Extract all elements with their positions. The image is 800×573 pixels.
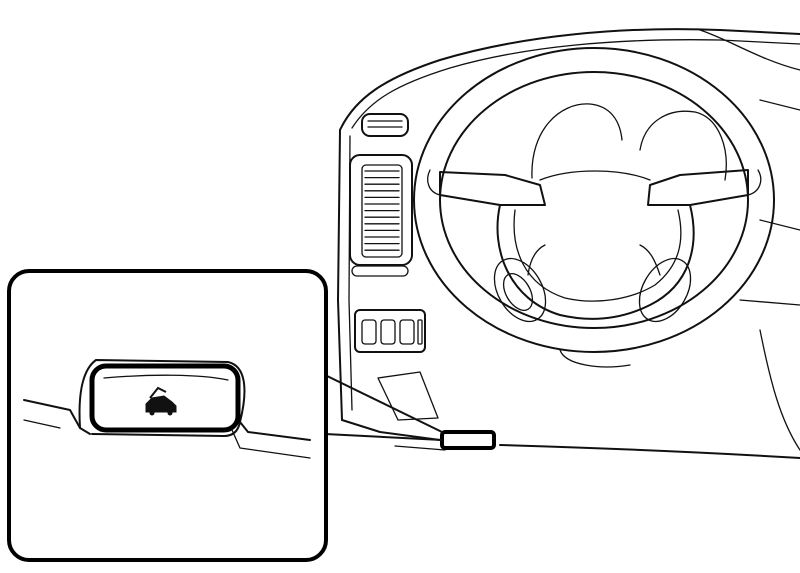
- steering-wheel: [413, 47, 775, 368]
- hood-release-lever: [440, 430, 496, 450]
- callout-lines: [324, 374, 443, 441]
- center-vent: [349, 154, 413, 277]
- inset-panel: [7, 269, 328, 562]
- dashboard-body: [337, 28, 800, 421]
- lower-console: [341, 329, 800, 459]
- car-hood-icon: [145, 386, 177, 416]
- top-vent: [361, 113, 409, 137]
- switch-panel: [354, 309, 426, 353]
